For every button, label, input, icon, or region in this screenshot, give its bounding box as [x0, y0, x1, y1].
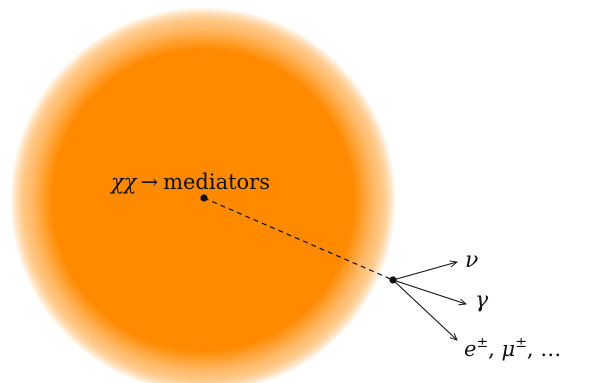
photon-label: γ [475, 288, 489, 313]
annihilation-point [200, 194, 208, 202]
photon-arrow [392, 279, 466, 304]
reaction-arrow-text: → [140, 170, 158, 194]
neutrino-arrow [392, 262, 457, 281]
muon-pm: ± [515, 335, 527, 351]
charged-particles-label: e±, μ±, … [464, 335, 561, 361]
separator-1: , [488, 337, 501, 361]
dashed-propagation-line [203, 197, 394, 281]
electron-pm: ± [476, 335, 488, 351]
mediators-text: mediators [163, 170, 270, 194]
muon-symbol: μ [502, 337, 516, 361]
charged-particles-arrow [392, 279, 457, 340]
neutrino-label: ν [465, 248, 478, 273]
ellipsis-tail: , … [527, 337, 561, 361]
electron-symbol: e [464, 337, 476, 361]
annihilation-label: χχ→mediators [109, 170, 270, 194]
chi-pair-text: χχ [109, 170, 138, 194]
